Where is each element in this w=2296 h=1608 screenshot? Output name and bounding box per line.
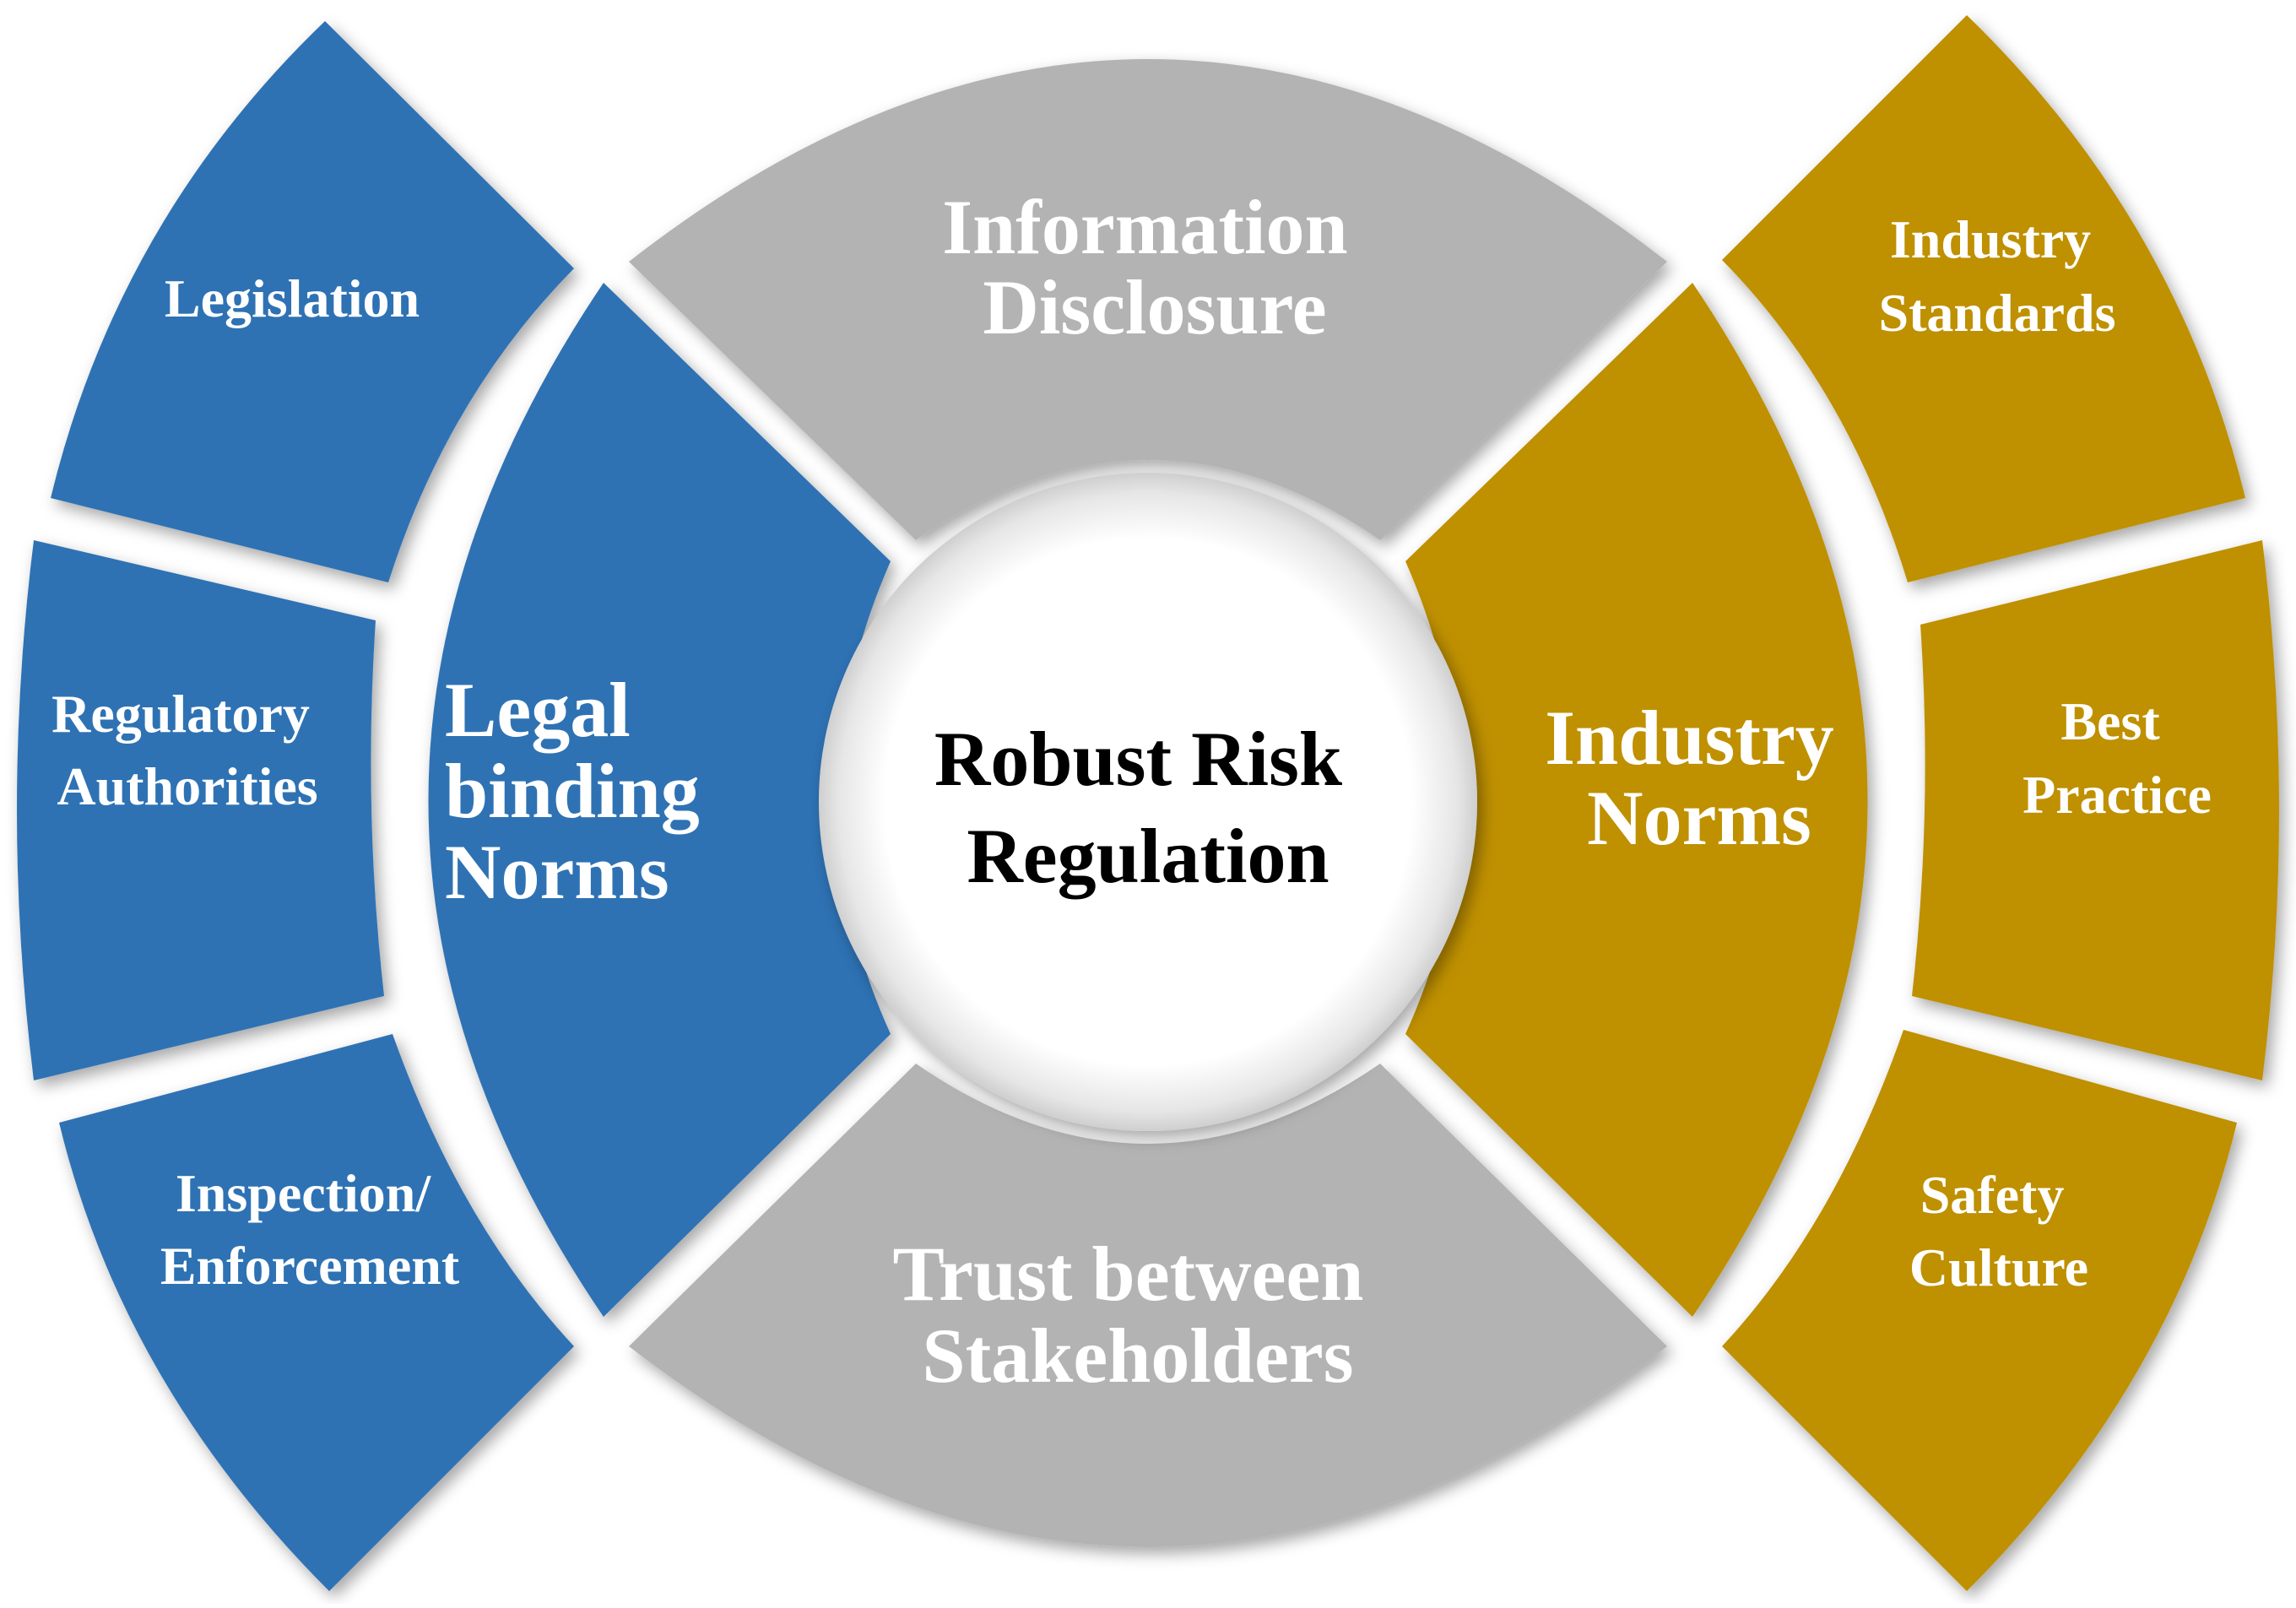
trust-stakeholders-label: Trust between Stakeholders [893, 1231, 1384, 1399]
safety-culture-label: Safety Culture [1909, 1165, 2088, 1297]
legal-binding-norms-line2: binding [445, 748, 700, 834]
inner-segment-legal-binding-norms [428, 283, 891, 1317]
inner-segment-trust-stakeholders [629, 1064, 1667, 1547]
center-circle [819, 473, 1477, 1131]
outer-right-segment-best-practice [1912, 540, 2279, 1080]
industry-standards-label: Industry Standards [1879, 209, 2116, 343]
inspection-enforcement-line1: Inspection/ [176, 1163, 432, 1223]
center-title: Robust Risk Regulation [934, 716, 1362, 899]
legal-binding-norms-label: Legal binding Norms [445, 667, 719, 915]
outer-right-segment-safety [1722, 1030, 2237, 1591]
best-practice-label: Best Practice [2023, 691, 2212, 825]
information-disclosure-line1: Information [942, 184, 1347, 270]
industry-norms-label: Industry Norms [1545, 695, 1854, 861]
outer-left-segment-regulatory [17, 540, 384, 1080]
inner-segment-industry-norms [1405, 283, 1868, 1317]
legal-binding-norms-line3: Norms [445, 829, 669, 915]
regulatory-authorities-label: Regulatory Authorities [51, 684, 323, 816]
legislation-label: Legislation [165, 268, 420, 328]
center-title-line2: Regulation [967, 813, 1329, 899]
inspection-enforcement-line2: Enforcement [160, 1236, 460, 1296]
safety-culture-line1: Safety [1920, 1165, 2065, 1225]
best-practice-line1: Best [2060, 691, 2160, 751]
inner-ring-group [428, 59, 1868, 1547]
legal-binding-norms-line1: Legal [445, 667, 631, 753]
industry-standards-line1: Industry [1890, 209, 2091, 269]
trust-stakeholders-line1: Trust between [893, 1231, 1364, 1317]
outer-left-segment-inspection [59, 1034, 574, 1591]
outer-right-group [1722, 15, 2279, 1591]
trust-stakeholders-line2: Stakeholders [922, 1313, 1353, 1399]
outer-left-group [17, 21, 574, 1591]
regulatory-authorities-line2: Authorities [57, 756, 317, 816]
legislation-line1: Legislation [165, 268, 420, 328]
regulatory-authorities-line1: Regulatory [51, 684, 310, 744]
information-disclosure-line2: Disclosure [983, 264, 1326, 350]
outer-left-segment-legislation [51, 21, 574, 582]
industry-norms-line2: Norms [1587, 775, 1811, 861]
outer-right-segment-standards [1722, 15, 2245, 582]
industry-standards-line2: Standards [1879, 283, 2116, 343]
center-title-line1: Robust Risk [934, 716, 1343, 802]
safety-culture-line2: Culture [1909, 1237, 2088, 1297]
industry-norms-line1: Industry [1545, 695, 1834, 781]
best-practice-line2: Practice [2023, 765, 2212, 825]
inner-segment-information-disclosure [629, 59, 1667, 540]
information-disclosure-label: Information Disclosure [942, 184, 1367, 350]
inspection-enforcement-label: Inspection/ Enforcement [160, 1163, 460, 1296]
